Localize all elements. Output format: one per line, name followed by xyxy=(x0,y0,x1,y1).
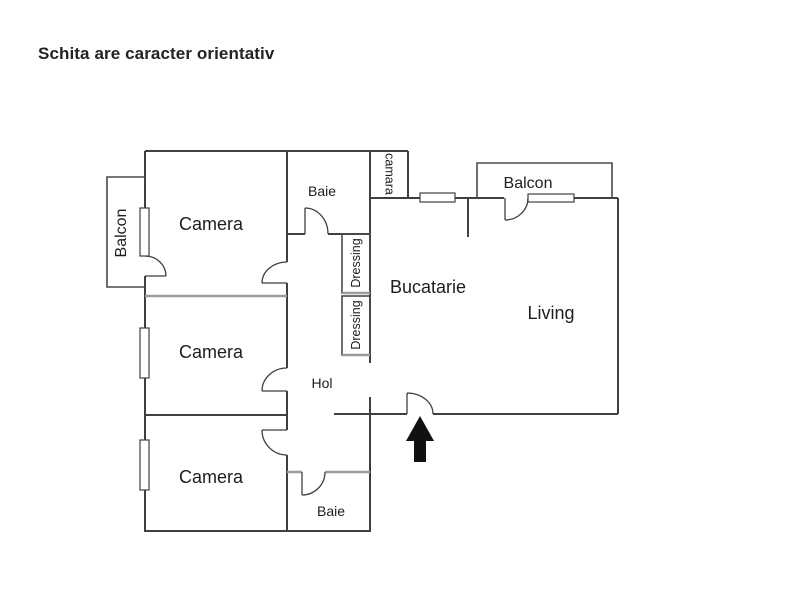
room-label-camara: camara xyxy=(382,153,397,195)
room-label-dressing-top: Dressing xyxy=(348,238,363,288)
room-label-balcon-left: Balcon xyxy=(113,208,130,258)
window-living xyxy=(527,193,575,203)
window-camera1 xyxy=(139,207,150,257)
doors xyxy=(144,197,529,496)
window-camera2 xyxy=(139,327,150,379)
plan-disclaimer-title: Schita are caracter orientativ xyxy=(38,44,275,63)
door-camera3 xyxy=(261,429,288,456)
door-balcon-left xyxy=(144,255,167,277)
door-balcon-right xyxy=(504,197,529,221)
walls-light xyxy=(145,291,370,474)
room-label-bucatarie: Bucatarie xyxy=(389,277,467,297)
balcony-outlines xyxy=(106,162,613,288)
window-bucatarie xyxy=(419,192,456,203)
room-label-camera3: Camera xyxy=(178,467,244,487)
room-label-camera1: Camera xyxy=(178,214,244,234)
room-label-living: Living xyxy=(527,303,575,323)
room-label-hol: Hol xyxy=(311,375,333,391)
room-label-dressing-bottom: Dressing xyxy=(348,300,363,350)
door-baie-top xyxy=(304,207,329,235)
walls-exterior xyxy=(144,150,619,532)
room-label-camera2: Camera xyxy=(178,342,244,362)
entrance-arrow-icon xyxy=(406,416,434,462)
door-entrance xyxy=(406,392,434,415)
door-camera2 xyxy=(261,367,288,392)
door-baie-bottom xyxy=(301,471,326,496)
door-camera1 xyxy=(261,261,288,284)
room-label-baie-top: Baie xyxy=(307,183,337,199)
room-label-balcon-right: Balcon xyxy=(503,175,553,192)
room-label-baie-bottom: Baie xyxy=(316,503,346,519)
window-camera3 xyxy=(139,439,150,491)
windows xyxy=(139,192,575,491)
